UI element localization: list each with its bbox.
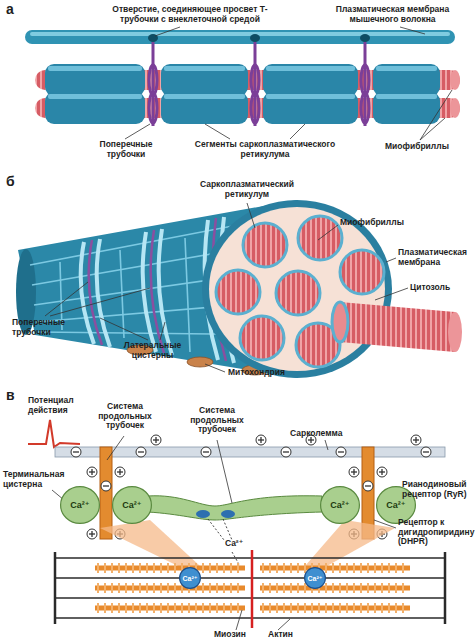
t-tubule — [100, 447, 112, 539]
callout-label: Митохондрия — [228, 368, 308, 378]
ion-label: Ca²⁺ — [70, 501, 89, 510]
sr-segments — [45, 64, 440, 124]
panel-letter: а — [6, 2, 30, 18]
ion-label: Ca²⁺ — [386, 501, 405, 510]
t-tubule-opening — [250, 34, 260, 42]
callout-label: Поперечные трубочки — [96, 140, 156, 159]
ion-label: Ca²⁺ — [122, 501, 141, 510]
m-line — [251, 550, 254, 628]
callout-label: Поперечные трубочки — [12, 318, 74, 337]
callout-label: Миозин — [214, 630, 264, 640]
fiber-cross-section — [16, 200, 462, 378]
t-tubule-opening — [360, 34, 370, 42]
myofibril-end — [450, 70, 460, 90]
sarcolemma-band — [55, 447, 445, 457]
release-channel — [196, 510, 210, 518]
leader-lines — [52, 436, 412, 630]
myofibril-section — [332, 302, 348, 342]
callout-label: Саркоплазматический ретикулум — [192, 180, 302, 199]
terminal-cistern: Ca²⁺ — [320, 486, 360, 524]
membrane-highlight — [30, 32, 450, 36]
calcium-ion: Ca²⁺ — [304, 567, 326, 589]
t-tubules — [149, 42, 369, 126]
charge-symbols — [71, 435, 431, 539]
myofibril-end — [448, 312, 462, 352]
ec-coupling — [28, 420, 445, 628]
callout-label: Цитозоль — [410, 283, 472, 293]
sarcomere — [55, 550, 445, 628]
plasma-membrane — [25, 30, 455, 44]
callout-label: Рецептор к дигидропиридину (DHPR) — [398, 518, 476, 547]
terminal-cistern: Ca²⁺ — [112, 486, 152, 524]
outline-shape — [305, 568, 326, 589]
callout-label: Латеральные цистерны — [115, 341, 190, 360]
cytosol — [209, 207, 385, 371]
release-arrow — [305, 520, 395, 566]
outline-shape — [377, 487, 416, 524]
callout-label: Система продольных трубочек — [186, 406, 248, 435]
callout-label: Рианодиновый рецептор (RyR) — [402, 480, 476, 499]
leader-lines — [125, 27, 452, 140]
release-arrow — [100, 520, 200, 566]
outline-shape — [180, 568, 201, 589]
callout-label: Миофибриллы — [340, 218, 420, 228]
calcium-ion: Ca²⁺ — [179, 567, 201, 589]
release-channel — [221, 510, 235, 518]
callout-label: Сарколемма — [290, 429, 370, 439]
callout-label: Актин — [268, 630, 318, 640]
action-potential-trace — [28, 420, 80, 447]
ion-label: Ca²⁺ — [330, 501, 349, 510]
actin-filaments — [55, 552, 445, 624]
callout-label: Миофибриллы — [385, 142, 465, 152]
ion-label: Ca²⁺ — [225, 539, 255, 549]
leader-lines — [45, 203, 408, 372]
longitudinal-sr — [148, 496, 322, 520]
panel-letter: в — [6, 388, 30, 404]
outline-shape — [321, 487, 360, 524]
callout-label: Потенциал действия — [28, 396, 90, 415]
myofibril — [340, 302, 455, 352]
callout-label: Система продольных трубочек — [94, 402, 156, 431]
outline-shape — [113, 487, 152, 524]
myofibril-end — [450, 98, 460, 118]
panel-letter: б — [6, 174, 30, 190]
callout-label: Сегменты саркоплазматического ретикулума — [185, 140, 345, 159]
callout-label: Плазматическая мембрана — [398, 248, 476, 267]
callout-label: Плазматическая мембрана мышечного волокн… — [330, 5, 455, 24]
ion-label: Ca²⁺ — [183, 575, 198, 582]
myofibril-sections — [216, 216, 384, 367]
fiber-longitudinal — [25, 30, 460, 126]
terminal-cistern: Ca²⁺ — [60, 486, 100, 524]
fiber-body — [18, 200, 297, 378]
outline-shape — [61, 487, 100, 524]
callout-label: Терминальная цистерна — [3, 470, 73, 489]
ion-label: Ca²⁺ — [308, 575, 323, 582]
sr-network — [30, 215, 296, 362]
callout-label: Отверстие, соединяющее просвет Т-трубочк… — [100, 5, 280, 24]
